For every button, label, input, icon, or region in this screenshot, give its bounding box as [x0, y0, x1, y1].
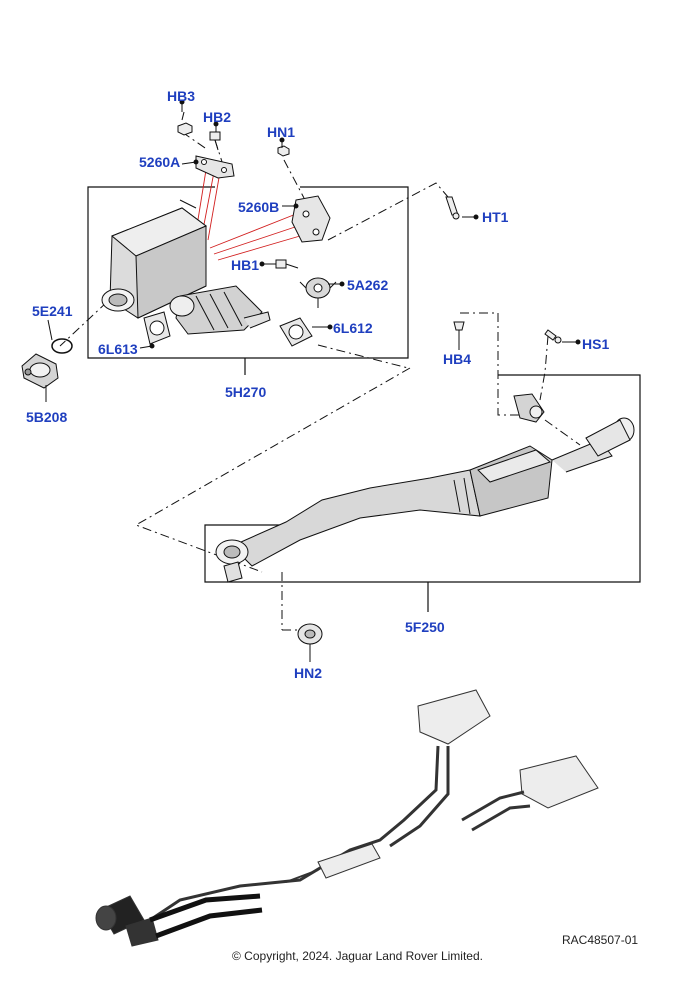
callout-ht1[interactable]: HT1 — [482, 209, 509, 225]
fastener-hb4[interactable] — [453, 321, 465, 342]
copyright-notice: © Copyright, 2024. Jaguar Land Rover Lim… — [232, 949, 483, 963]
group-box-5h270 — [87, 186, 409, 375]
exhaust-pipe-5f250[interactable] — [215, 417, 635, 583]
ring-5e241[interactable] — [51, 338, 73, 354]
bracket-5260a[interactable] — [195, 155, 235, 179]
fastener-hs1[interactable] — [544, 329, 562, 344]
clamp-5b208[interactable] — [21, 353, 59, 389]
callout-5e241[interactable]: 5E241 — [32, 303, 73, 319]
overview-exhaust-system — [95, 689, 599, 947]
callout-leaders — [45, 99, 581, 662]
callout-hn1[interactable]: HN1 — [267, 124, 296, 140]
bracket-5260b[interactable] — [291, 195, 331, 243]
fastener-hn1[interactable] — [277, 145, 290, 157]
callout-hb3[interactable]: HB3 — [167, 88, 196, 104]
callout-5260a[interactable]: 5260A — [139, 154, 181, 170]
mount-5a262[interactable] — [299, 277, 337, 308]
callout-5260b[interactable]: 5260B — [238, 199, 280, 215]
callout-5b208[interactable]: 5B208 — [26, 409, 68, 425]
callout-hb4[interactable]: HB4 — [443, 351, 472, 367]
gasket-6l612[interactable] — [279, 317, 313, 347]
isolator-bracket[interactable] — [513, 393, 545, 423]
callout-5f250[interactable]: 5F250 — [405, 619, 445, 635]
fastener-ht1[interactable] — [445, 196, 460, 220]
catalytic-converter-5h270[interactable] — [101, 199, 271, 335]
fastener-hb2[interactable] — [209, 131, 221, 151]
callout-hb2[interactable]: HB2 — [203, 109, 232, 125]
callout-hn2[interactable]: HN2 — [294, 665, 323, 681]
gasket-6l613[interactable] — [143, 311, 171, 345]
callout-6l612[interactable]: 6L612 — [333, 320, 373, 336]
group-box-5f250 — [204, 374, 641, 612]
diagram-reference: RAC48507-01 — [562, 933, 639, 947]
fastener-hb3[interactable] — [177, 111, 193, 136]
fastener-hb1[interactable] — [275, 259, 299, 269]
grommet-hn2[interactable] — [297, 623, 323, 645]
callout-hs1[interactable]: HS1 — [582, 336, 610, 352]
callout-6l613[interactable]: 6L613 — [98, 341, 138, 357]
callout-hb1[interactable]: HB1 — [231, 257, 260, 273]
callout-5a262[interactable]: 5A262 — [347, 277, 389, 293]
callout-5h270[interactable]: 5H270 — [225, 384, 267, 400]
